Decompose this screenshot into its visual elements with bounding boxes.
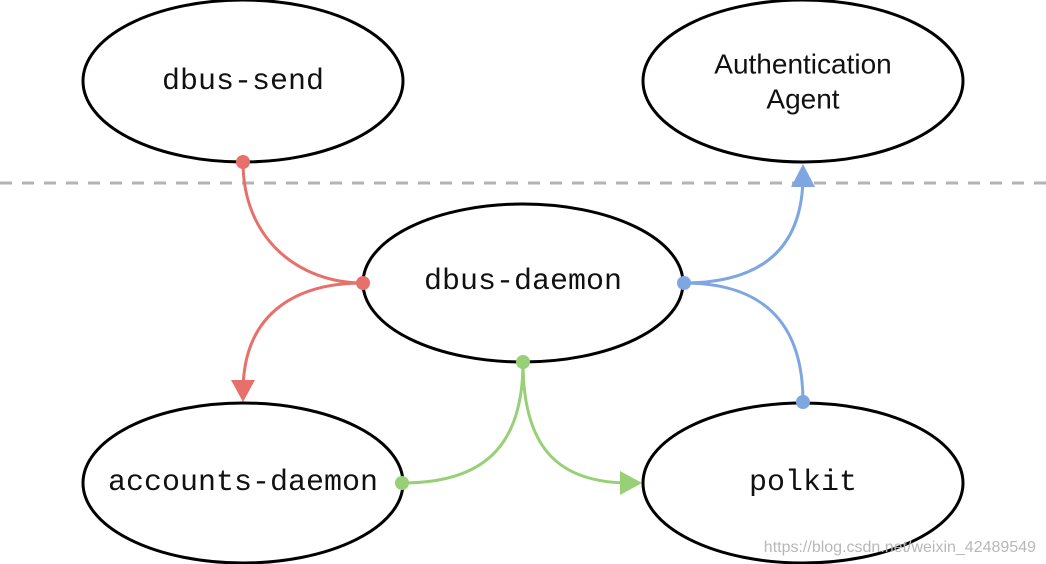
port-polkit-top (796, 395, 810, 409)
node-accounts-daemon: accounts-daemon (81, 401, 405, 564)
node-polkit-label: polkit (749, 466, 857, 500)
node-dbus-send-label: dbus-send (162, 65, 324, 99)
node-authentication-agent-label-line1: Authentication (714, 48, 891, 79)
port-dbus-daemon-left (356, 276, 370, 290)
watermark-text: https://blog.csdn.net/weixin_42489549 (764, 539, 1036, 556)
node-dbus-daemon-label: dbus-daemon (424, 265, 622, 299)
node-authentication-agent: Authentication Agent (641, 0, 965, 164)
node-dbus-send: dbus-send (81, 0, 405, 164)
edge-dbus-send-to-dbus-daemon (241, 161, 364, 285)
port-accounts-daemon-right (395, 476, 409, 490)
node-accounts-daemon-label: accounts-daemon (108, 466, 378, 500)
arrowhead-authentication-agent (791, 164, 815, 187)
edge-dbus-daemon-to-accounts-daemon (241, 281, 364, 393)
node-dbus-daemon: dbus-daemon (361, 202, 685, 364)
arrowhead-accounts-daemon (231, 380, 255, 402)
node-authentication-agent-label-line2: Agent (766, 83, 839, 114)
edge-dbus-daemon-to-authentication-agent (683, 174, 805, 285)
edge-accounts-daemon-to-dbus-daemon (401, 361, 525, 485)
port-dbus-daemon-right (677, 276, 691, 290)
port-dbus-send-bottom (236, 155, 250, 169)
port-dbus-daemon-bottom (516, 355, 530, 369)
edge-polkit-to-dbus-daemon (683, 281, 805, 403)
arrowhead-polkit (620, 471, 642, 495)
edge-dbus-daemon-to-polkit (521, 361, 631, 485)
